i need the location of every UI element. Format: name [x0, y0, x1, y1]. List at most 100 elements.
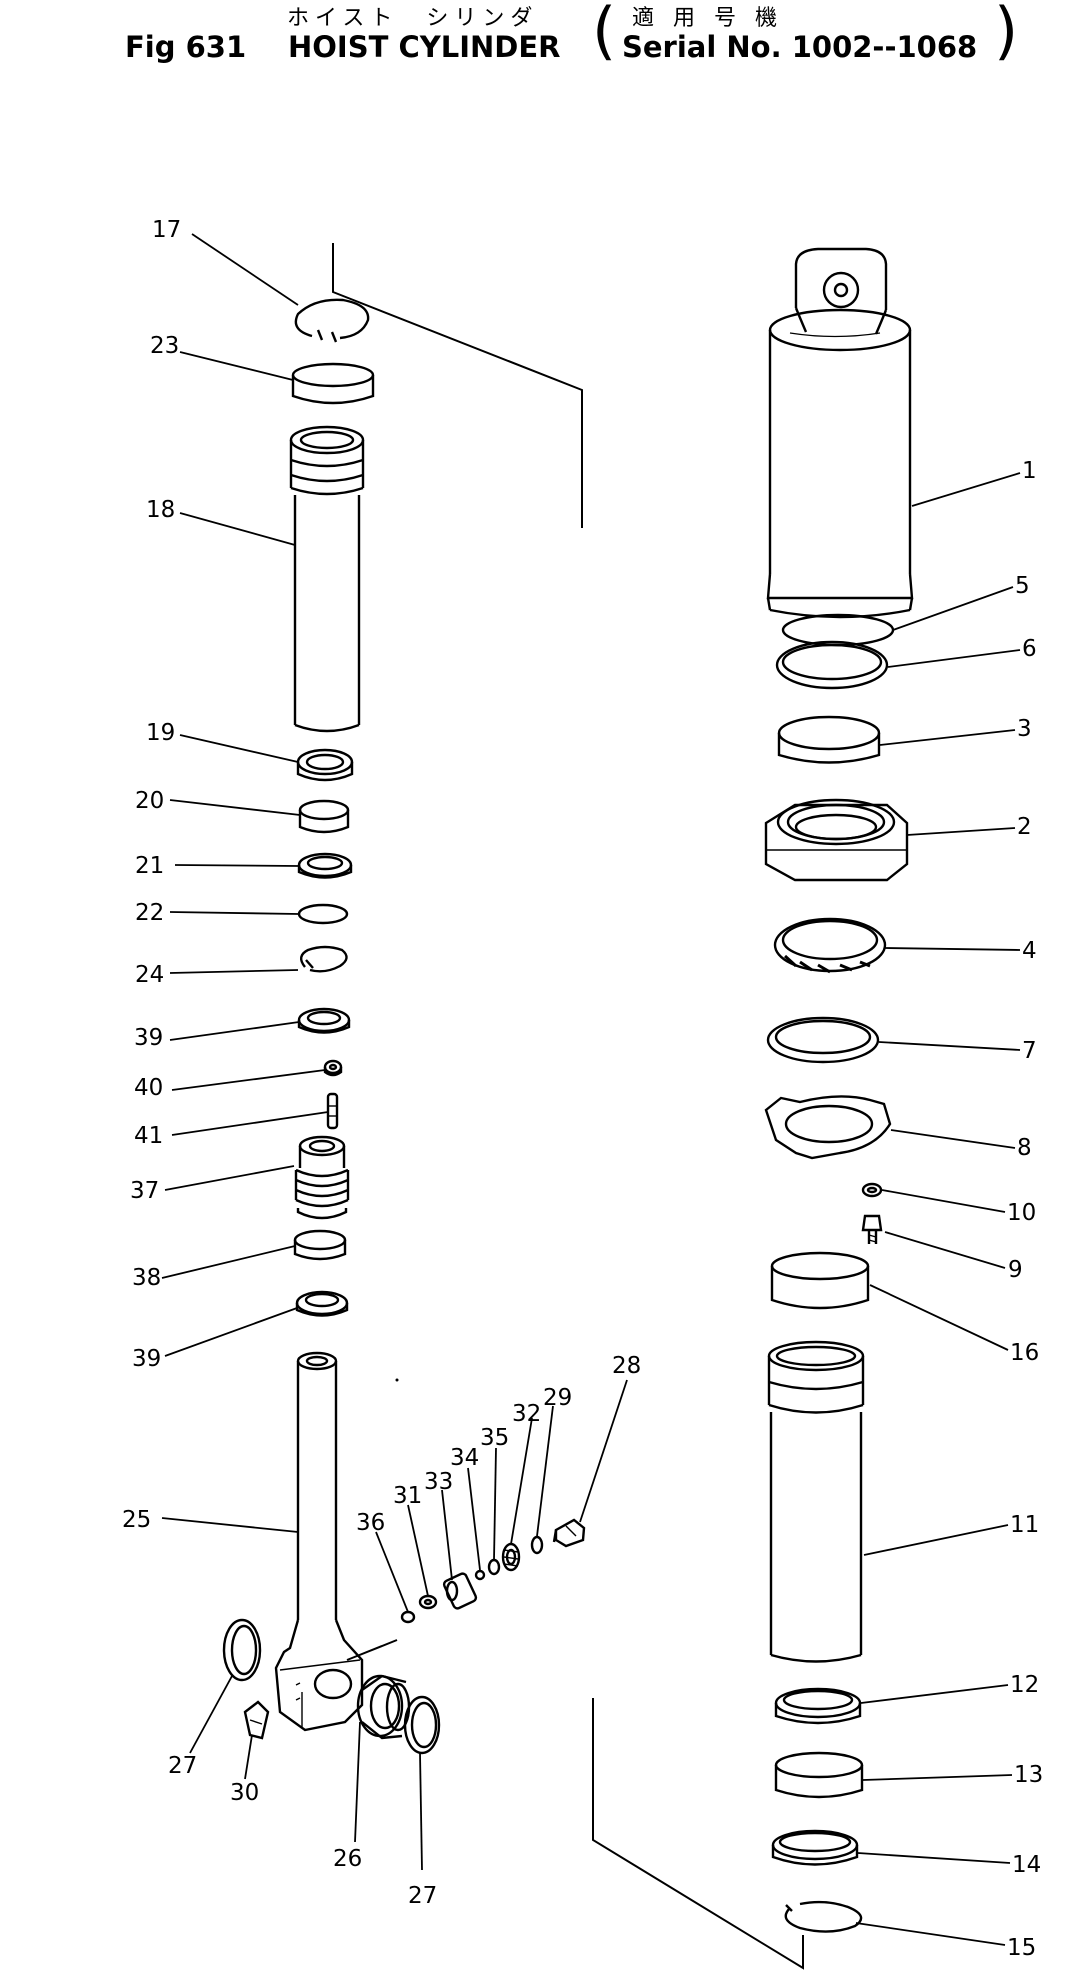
callout-40: 40 [134, 1075, 163, 1101]
leader-line-3 [879, 729, 1016, 746]
guide-line-top [332, 243, 583, 528]
leader-line-13 [862, 1774, 1013, 1781]
callout-16: 16 [1010, 1340, 1039, 1366]
nut-part-39-upper [297, 1007, 351, 1034]
callout-labels: 1 2 3 4 5 6 7 8 9 10 11 12 13 14 15 16 1… [122, 217, 1043, 1961]
leader-line-30 [244, 1734, 253, 1780]
leader-line-36 [375, 1531, 409, 1613]
valve-body-part-33 [442, 1572, 478, 1610]
leader-line-17 [191, 233, 299, 306]
leader-line-27a [189, 1675, 233, 1754]
leader-line-23 [179, 351, 294, 381]
leader-line-35 [493, 1447, 497, 1561]
snap-ring-part-27-right [403, 1695, 441, 1755]
title-japanese: ホイスト シリンダ [287, 6, 539, 31]
callout-8: 8 [1017, 1135, 1032, 1161]
leader-line-9 [884, 1231, 1006, 1269]
callout-18: 18 [146, 497, 175, 523]
serial-range: Serial No. 1002--1068 [622, 30, 978, 64]
callout-9: 9 [1008, 1257, 1023, 1283]
ring-part-6 [775, 640, 889, 690]
leader-line-12 [860, 1684, 1009, 1704]
leader-line-37 [164, 1165, 295, 1191]
callout-14: 14 [1012, 1852, 1041, 1878]
callout-6: 6 [1022, 636, 1037, 662]
leader-line-27b [419, 1752, 423, 1871]
callout-37: 37 [130, 1178, 159, 1204]
bolt-part-9 [861, 1214, 883, 1244]
leader-line-11 [863, 1524, 1009, 1556]
plug-part-28 [552, 1518, 586, 1548]
leader-line-41 [171, 1111, 329, 1136]
callout-22: 22 [135, 900, 164, 926]
grease-fitting-part-30 [243, 1700, 270, 1740]
bushing-part-20 [298, 799, 350, 834]
inner-cylinder-part-18 [289, 425, 365, 733]
leader-line-25 [161, 1517, 299, 1533]
head-part-2 [764, 798, 909, 882]
leader-lines [161, 233, 1021, 1946]
callout-17: 17 [152, 217, 181, 243]
callout-3: 3 [1017, 716, 1032, 742]
callout-35: 35 [480, 1425, 509, 1451]
callout-25: 25 [122, 1507, 151, 1533]
bushing-part-23 [291, 362, 375, 405]
piston-part-37 [294, 1135, 350, 1220]
callout-39b: 39 [132, 1346, 161, 1372]
stray-dot [395, 1378, 399, 1382]
callout-38: 38 [132, 1265, 161, 1291]
lock-plate-part-8 [764, 1095, 892, 1160]
leader-line-20 [169, 799, 301, 816]
o-ring-part-5 [781, 613, 895, 647]
applicability-japanese: 適 用 号 機 [632, 6, 783, 31]
seat-part-35 [487, 1558, 501, 1576]
leader-line-34 [467, 1467, 481, 1571]
callout-5: 5 [1015, 573, 1030, 599]
callout-4: 4 [1022, 938, 1037, 964]
callout-33: 33 [424, 1469, 453, 1495]
snap-ring-part-24 [300, 945, 348, 973]
leader-line-19 [179, 734, 299, 763]
o-ring-part-29 [530, 1535, 544, 1555]
leader-line-6 [887, 649, 1021, 668]
bushing-part-13 [774, 1751, 864, 1799]
leader-line-33 [441, 1489, 453, 1581]
pin-part-41 [326, 1092, 339, 1130]
callout-23: 23 [150, 333, 179, 359]
guide-line-bottom [592, 1698, 804, 1970]
callout-36: 36 [356, 1510, 385, 1536]
callout-13: 13 [1014, 1762, 1043, 1788]
callout-32: 32 [512, 1401, 541, 1427]
figure-number: Fig 631 [125, 30, 247, 64]
pin-part-36 [400, 1610, 416, 1624]
callout-10: 10 [1007, 1200, 1036, 1226]
callout-30: 30 [230, 1780, 259, 1806]
leader-line-40 [171, 1069, 326, 1091]
callout-12: 12 [1010, 1672, 1039, 1698]
washer-part-40 [323, 1059, 343, 1077]
spherical-bushing-part-26 [356, 1674, 411, 1740]
callout-41: 41 [134, 1123, 163, 1149]
ring-part-38 [293, 1229, 347, 1261]
callout-34: 34 [450, 1445, 479, 1471]
snap-ring-part-15 [784, 1900, 863, 1933]
callout-29: 29 [543, 1385, 572, 1411]
leader-line-39b [164, 1307, 298, 1357]
snap-ring-part-27-left [222, 1618, 262, 1682]
spring-part-32 [501, 1542, 521, 1572]
leader-line-32 [510, 1417, 533, 1545]
callout-19: 19 [146, 720, 175, 746]
bushing-part-3 [777, 715, 881, 764]
callout-20: 20 [135, 788, 164, 814]
callout-27a: 27 [168, 1753, 197, 1779]
leader-line-8 [890, 1129, 1016, 1149]
leader-line-10 [881, 1189, 1006, 1213]
close-parenthesis: ) [994, 0, 1019, 67]
ring-part-22 [297, 903, 349, 925]
collar-part-16 [770, 1251, 870, 1310]
leader-line-1 [911, 472, 1021, 507]
guide-line-rod-valve [346, 1639, 398, 1661]
seal-part-7 [766, 1016, 880, 1064]
open-parenthesis: ( [592, 0, 617, 67]
piston-rod-part-25 [274, 1351, 364, 1732]
